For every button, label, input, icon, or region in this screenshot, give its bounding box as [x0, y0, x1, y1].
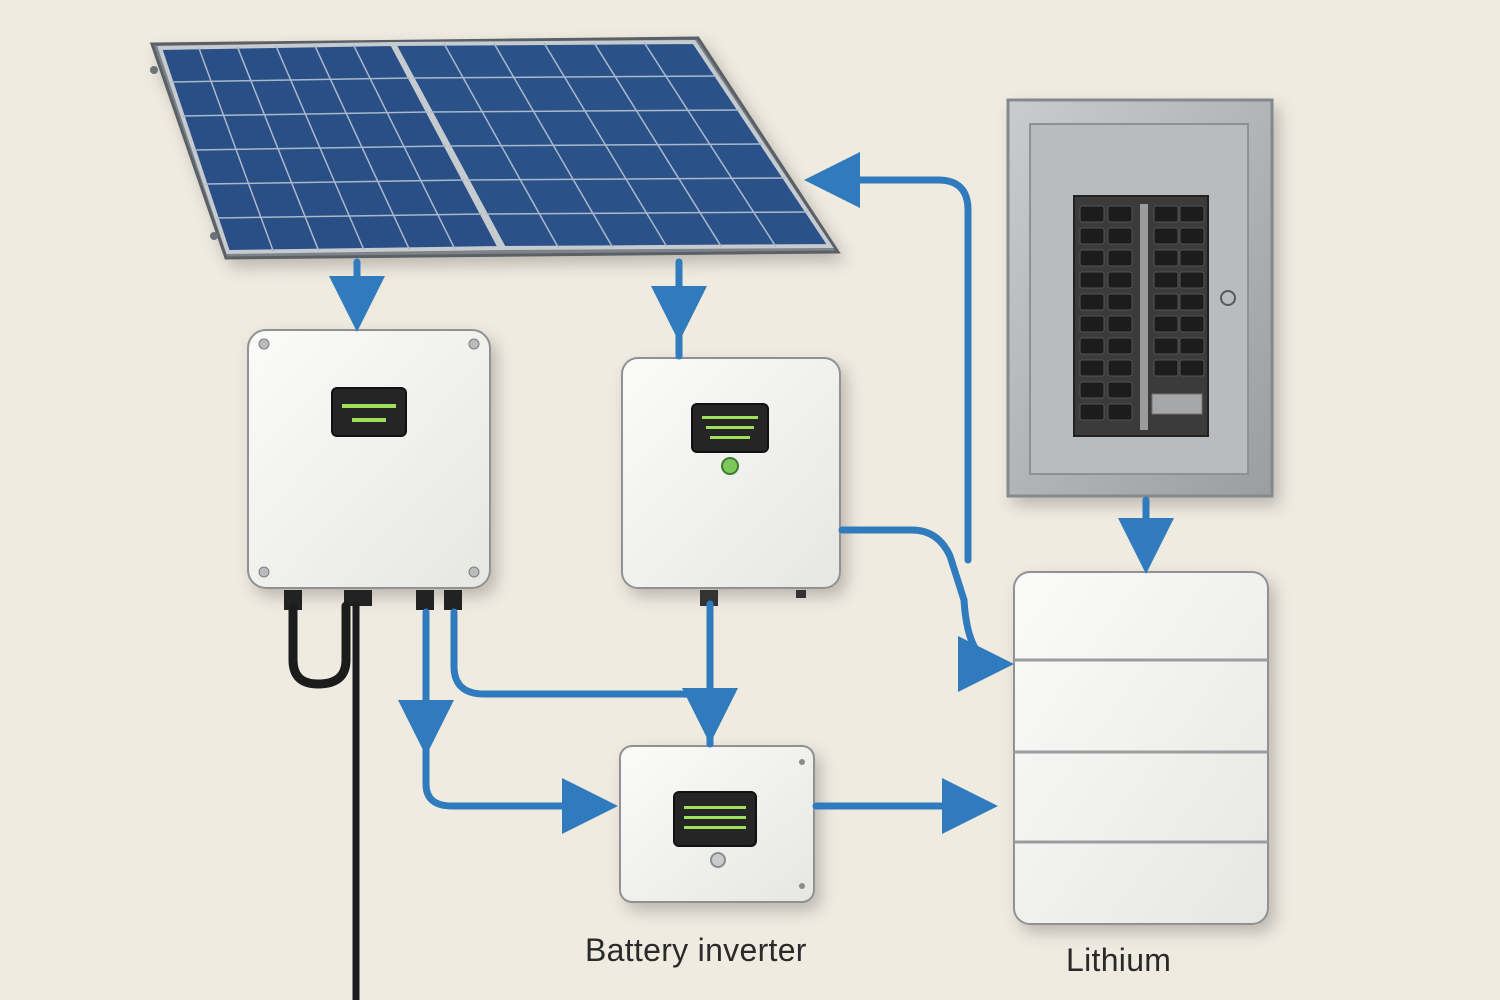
breaker-switch — [1153, 359, 1179, 377]
panel-mount-bolt — [210, 232, 218, 240]
breaker-switch — [1153, 337, 1179, 355]
enclosure-screw — [799, 883, 805, 889]
breaker-switch — [1153, 293, 1179, 311]
breaker-switch — [1079, 359, 1105, 377]
display-readout-bar — [684, 826, 746, 829]
status-led-icon — [721, 457, 739, 475]
breaker-switch — [1107, 381, 1133, 399]
breaker-switch — [1153, 227, 1179, 245]
solar-cell-gridline — [182, 111, 429, 117]
pv-inverter-enclosure — [247, 329, 491, 589]
enclosure-screw — [468, 338, 480, 350]
breaker-switch — [1079, 227, 1105, 245]
flow-arrow-pv-loop — [450, 608, 738, 744]
solar-cell-gridline — [485, 211, 808, 215]
lithium-label: Lithium — [1066, 942, 1172, 978]
breaker-switch — [1153, 249, 1179, 267]
solar-cell-gridline — [193, 145, 447, 151]
breaker-label-plate — [1151, 393, 1203, 415]
breaker-switch — [1107, 337, 1133, 355]
power-cable — [288, 601, 360, 1000]
panel-mount-bolt — [150, 66, 158, 74]
breaker-switch — [1107, 293, 1133, 311]
display-readout-bar — [702, 416, 758, 419]
breaker-switch — [1107, 227, 1133, 245]
breaker-column-divider — [1140, 204, 1148, 430]
breaker-switch — [1107, 271, 1133, 289]
flow-arrow-battery-to-solar — [804, 152, 972, 564]
cable-gland — [344, 590, 372, 606]
solar-cell-gridline — [448, 143, 763, 147]
display-readout-bar — [684, 806, 746, 809]
solar-cell-grid — [171, 41, 808, 252]
display-readout-bar — [706, 426, 754, 429]
enclosure-screw — [258, 338, 270, 350]
breaker-switch — [1153, 271, 1179, 289]
breaker-switch — [1179, 271, 1205, 289]
solar-cell-gridline — [467, 177, 785, 181]
breaker-switch — [1079, 293, 1105, 311]
breaker-switch — [1153, 205, 1179, 223]
breaker-switch — [1107, 403, 1133, 421]
panel-lock-icon — [1220, 290, 1236, 306]
enclosure-screw — [468, 566, 480, 578]
pv-inverter-display — [331, 387, 407, 437]
battery-inverter-label: Battery inverter — [585, 932, 807, 968]
hybrid-inverter — [621, 357, 841, 606]
breaker-switch — [1079, 249, 1105, 267]
breaker-switch — [1079, 337, 1105, 355]
display-readout-bar — [342, 404, 396, 408]
solar-cell-gridline — [205, 179, 465, 185]
cable-gland — [444, 590, 462, 610]
solar-cell-gridline — [412, 75, 717, 79]
cable-gland — [796, 590, 806, 598]
breaker-switch — [1179, 293, 1205, 311]
battery-inverter — [619, 745, 815, 903]
breaker-switch — [1107, 205, 1133, 223]
cable-gland — [284, 590, 302, 610]
breaker-switch — [1079, 403, 1105, 421]
display-readout-bar — [684, 816, 746, 819]
cable-gland — [416, 590, 434, 610]
solar-array — [149, 36, 841, 260]
flow-arrow-pv-to-battery-inverter — [422, 608, 618, 834]
breaker-switch — [1079, 271, 1105, 289]
cable-gland — [700, 590, 718, 606]
breaker-switches — [1079, 205, 1205, 421]
breaker-switch — [1079, 381, 1105, 399]
display-readout-bar — [352, 418, 386, 422]
breaker-switch — [1079, 205, 1105, 223]
breaker-switch — [1107, 359, 1133, 377]
breaker-switch — [1179, 315, 1205, 333]
breaker-switch — [1107, 315, 1133, 333]
breaker-switch — [1179, 205, 1205, 223]
display-readout-bar — [710, 436, 750, 439]
breaker-switch — [1179, 337, 1205, 355]
status-led-icon — [710, 852, 726, 868]
pv-inverter — [247, 329, 491, 610]
solar-cell-gridline — [216, 213, 483, 219]
breaker-switch — [1179, 359, 1205, 377]
breaker-switch — [1079, 315, 1105, 333]
flow-arrow-hybrid-to-battery — [838, 526, 1014, 692]
breaker-switch — [1179, 249, 1205, 267]
lithium-battery — [1013, 571, 1269, 925]
breaker-panel — [1006, 98, 1274, 498]
breaker-switch — [1153, 315, 1179, 333]
breaker-switch — [1107, 249, 1133, 267]
enclosure-screw — [799, 759, 805, 765]
solar-cell-gridline — [430, 109, 740, 113]
enclosure-screw — [258, 566, 270, 578]
flow-arrows — [329, 152, 1174, 834]
lithium-battery-enclosure — [1013, 571, 1269, 925]
solar-cell-gridline — [171, 77, 411, 83]
breaker-switch — [1179, 227, 1205, 245]
